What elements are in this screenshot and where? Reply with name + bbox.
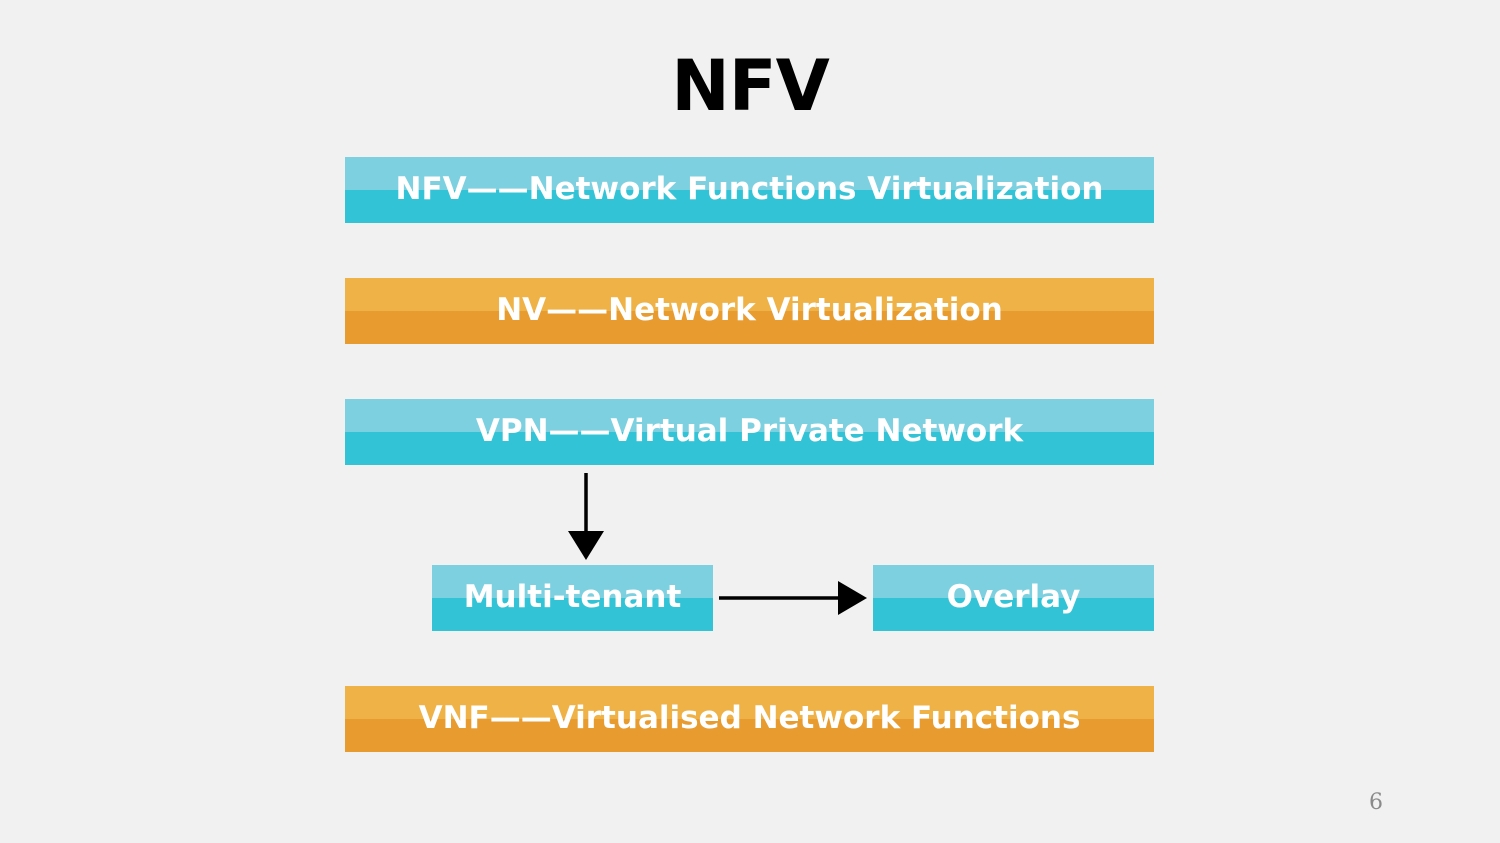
bar-vnf: VNF——Virtualised Network Functions: [345, 686, 1154, 752]
bar-nv: NV——Network Virtualization: [345, 278, 1154, 344]
page-number: 6: [1369, 790, 1383, 815]
bar-nv-label: NV——Network Virtualization: [496, 292, 1003, 328]
node-multi-tenant: Multi-tenant: [432, 565, 713, 631]
node-overlay: Overlay: [873, 565, 1154, 631]
arrow-multi-tenant-to-overlay: [719, 581, 867, 615]
slide-title: NFV: [671, 45, 830, 127]
arrow-vpn-to-multi-tenant: [568, 473, 604, 560]
bar-vpn-label: VPN——Virtual Private Network: [475, 413, 1024, 449]
bar-nfv: NFV——Network Functions Virtualization: [345, 157, 1154, 223]
node-overlay-label: Overlay: [946, 579, 1081, 615]
bar-nfv-label: NFV——Network Functions Virtualization: [395, 171, 1104, 207]
node-multi-tenant-label: Multi-tenant: [463, 579, 682, 615]
bar-vpn: VPN——Virtual Private Network: [345, 399, 1154, 465]
bar-vnf-label: VNF——Virtualised Network Functions: [418, 700, 1081, 736]
arrow-vpn-to-multi-tenant-head: [568, 531, 604, 560]
arrow-multi-tenant-to-overlay-head: [838, 581, 867, 615]
